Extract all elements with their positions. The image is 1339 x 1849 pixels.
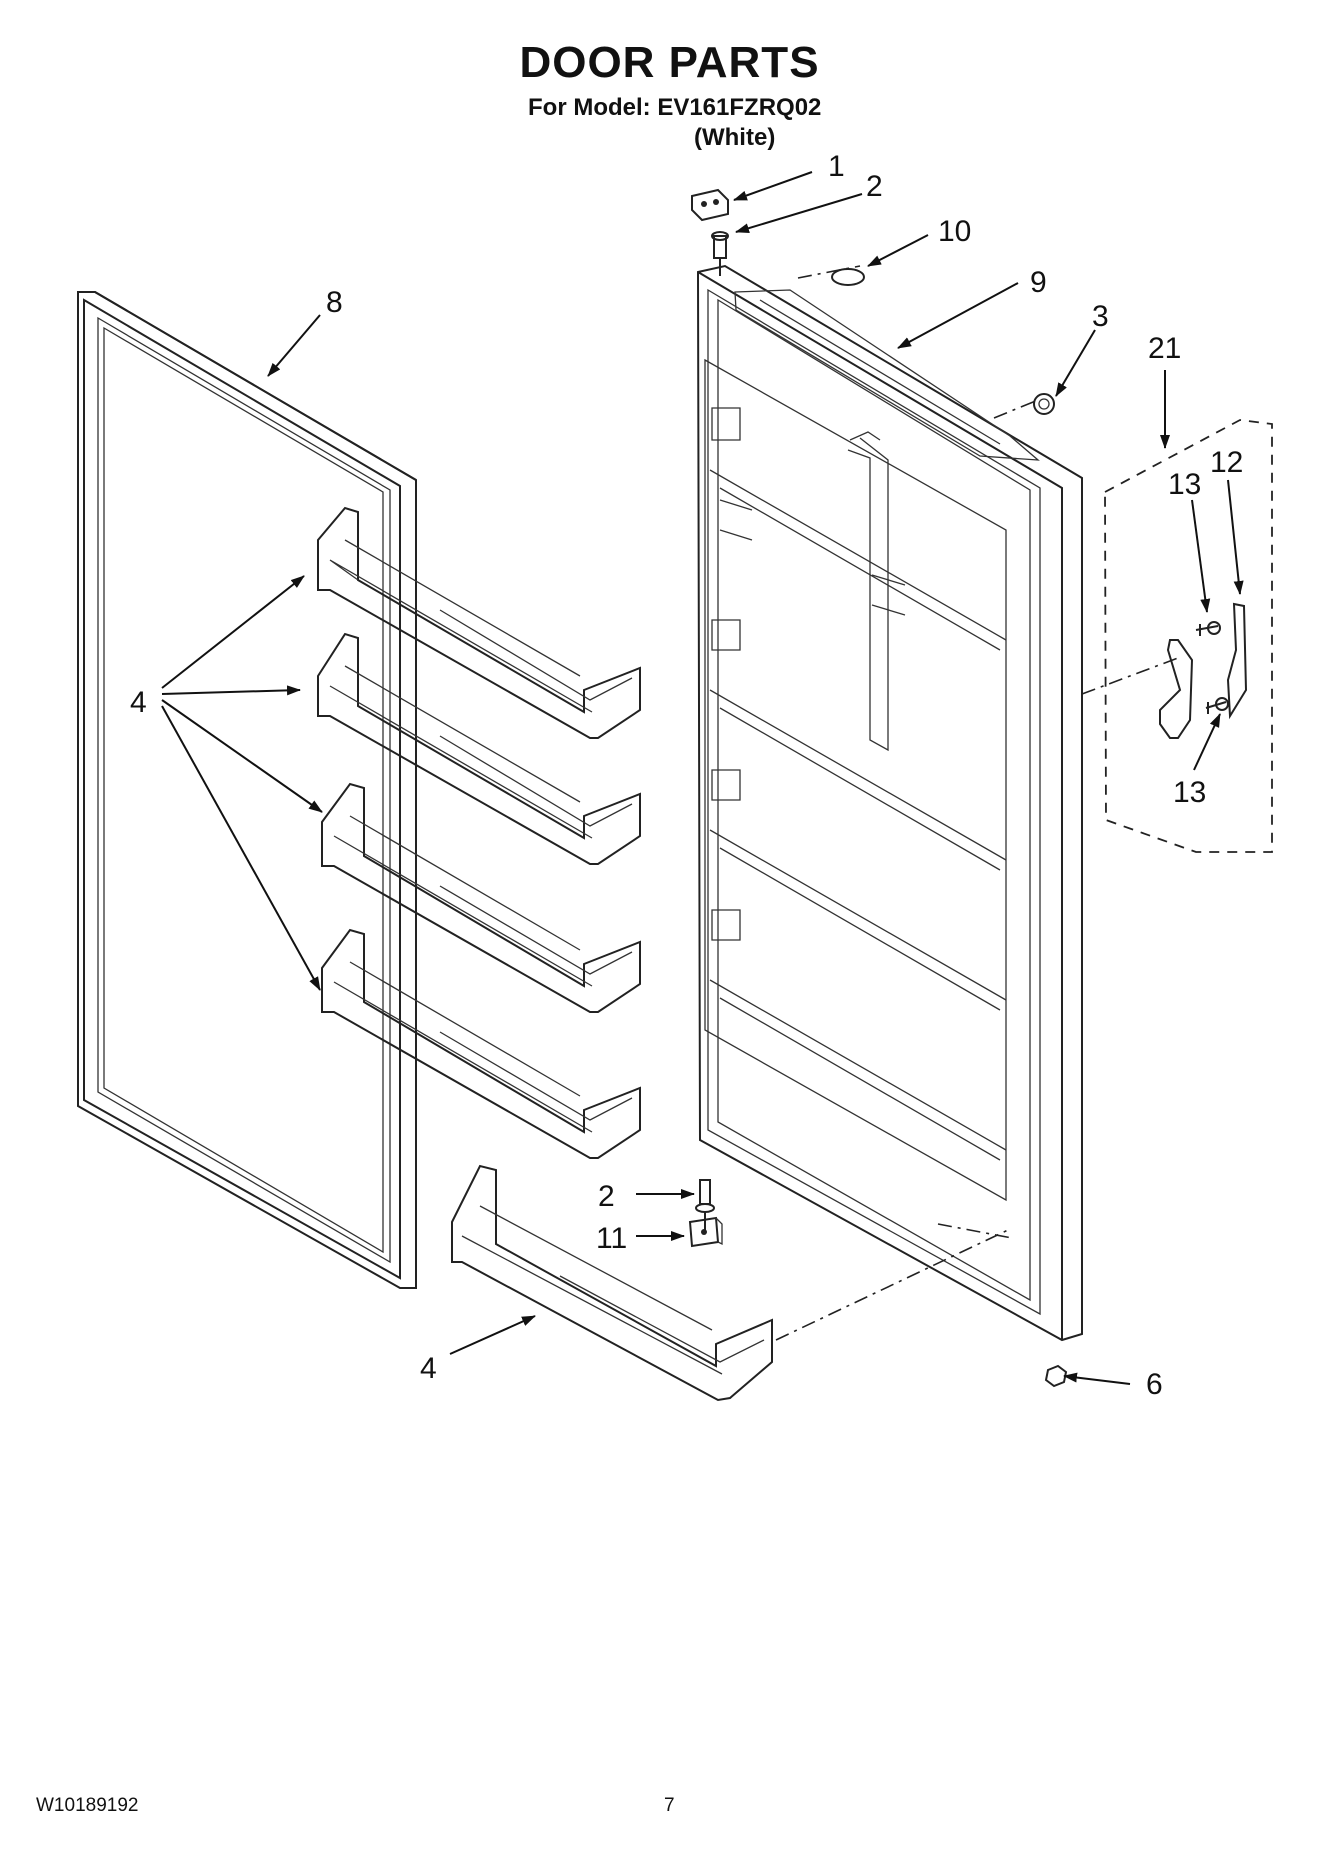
door-shelf-1 xyxy=(317,506,641,739)
screw-top xyxy=(1195,621,1221,636)
door-shelf-2 xyxy=(317,632,641,865)
connector-lines xyxy=(775,265,1179,1341)
callout-3: 3 xyxy=(1092,300,1109,333)
hinge-pin-bottom xyxy=(695,1179,715,1230)
door-shelf-4 xyxy=(321,928,641,1159)
door-liner xyxy=(696,264,1083,1342)
callout-arrows xyxy=(161,171,1244,1385)
callout-1: 1 xyxy=(828,150,845,183)
screw-bottom xyxy=(1205,697,1229,714)
handle-bracket xyxy=(1159,639,1194,739)
door-shelf-3 xyxy=(321,782,641,1013)
callout-13-bottom: 13 xyxy=(1173,776,1206,809)
leveling-nut xyxy=(1044,1364,1068,1388)
callout-13-top: 13 xyxy=(1168,468,1201,501)
handle-assembly xyxy=(1104,419,1273,853)
door-shelf-bottom xyxy=(451,1164,773,1402)
callout-9: 9 xyxy=(1030,266,1047,299)
model-line: For Model: EV161FZRQ02 xyxy=(528,94,822,121)
callout-2-top: 2 xyxy=(866,170,883,203)
callout-8: 8 xyxy=(326,286,343,319)
bottom-hinge-bracket xyxy=(688,1216,723,1248)
callout-4-bottom: 4 xyxy=(420,1352,437,1385)
page-title: DOOR PARTS xyxy=(519,38,820,87)
document-number: W10189192 xyxy=(36,1795,139,1816)
color-line: (White) xyxy=(694,124,776,151)
handle-plate xyxy=(1226,602,1248,720)
door-gasket xyxy=(77,291,417,1289)
callout-6: 6 xyxy=(1146,1368,1163,1401)
callout-21: 21 xyxy=(1148,332,1181,365)
callout-4-left: 4 xyxy=(130,686,147,719)
callout-10: 10 xyxy=(938,215,971,248)
callout-12: 12 xyxy=(1210,446,1243,479)
callout-labels: 1 2 10 9 3 21 13 12 13 8 4 2 11 4 6 xyxy=(130,150,1243,1401)
callout-11: 11 xyxy=(596,1222,627,1255)
page-number: 7 xyxy=(664,1795,675,1816)
callout-2-bottom: 2 xyxy=(598,1180,615,1213)
hinge-pin-top xyxy=(711,231,729,276)
hinge-cover xyxy=(691,188,729,222)
plug-button xyxy=(831,268,865,286)
door-stop xyxy=(1033,393,1055,415)
